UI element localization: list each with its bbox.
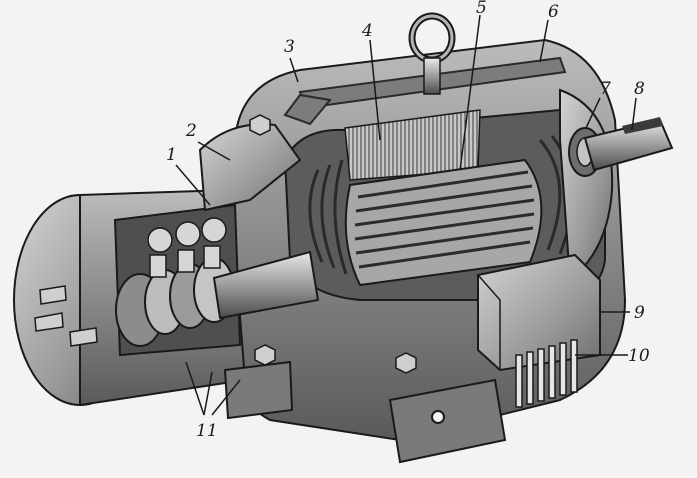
callout-8: 8: [634, 79, 645, 99]
slip-rings: [115, 250, 320, 347]
leader-lines: [175, 14, 637, 416]
callout-2: 2: [185, 121, 197, 141]
cable-leads: [515, 339, 578, 408]
lifting-eye-bolt: [408, 12, 456, 95]
callout-11: 11: [196, 421, 218, 441]
callout-labels: 1 2 3 4 5 6 7 8 9 10 11: [166, 0, 650, 441]
brush-holders: [147, 217, 227, 278]
callout-7: 7: [600, 79, 611, 99]
callout-1: 1: [166, 145, 177, 165]
terminal-box: [477, 253, 601, 372]
callout-6: 6: [548, 2, 559, 22]
callout-3: 3: [284, 37, 295, 57]
mounting-feet: [223, 360, 507, 464]
callout-5: 5: [476, 0, 487, 18]
callout-10: 10: [628, 346, 650, 366]
callout-9: 9: [634, 303, 645, 323]
callout-4: 4: [361, 21, 373, 41]
stator-windings: [308, 135, 574, 275]
rotor: [344, 158, 543, 287]
hex-bolts: [249, 114, 417, 374]
